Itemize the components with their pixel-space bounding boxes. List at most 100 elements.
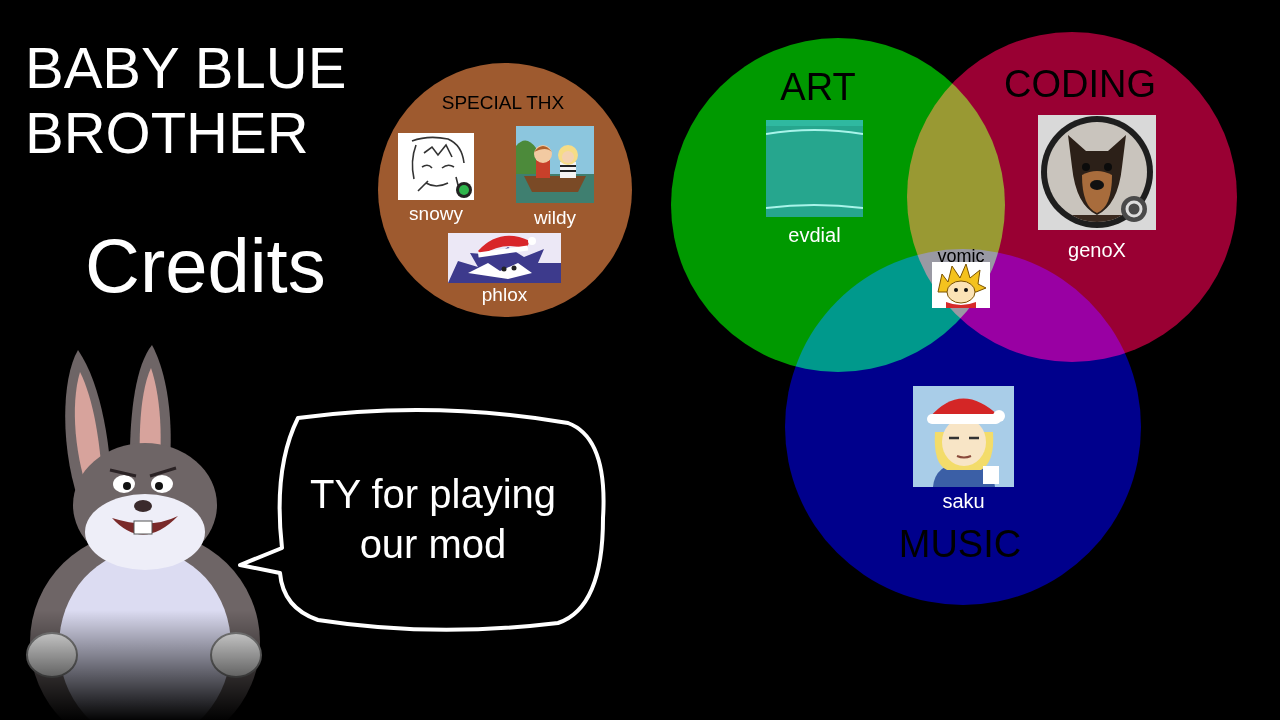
speech-text-holder: TY for playing our mod [292, 469, 574, 569]
avatar-picture [448, 233, 561, 283]
member-name-holder: wildy [534, 207, 576, 229]
speech-bubble: TY for playing our mod [258, 408, 608, 630]
avatar-picture-part [534, 145, 552, 163]
bunny-pupil [155, 482, 163, 490]
member-name: evdial [788, 224, 840, 247]
circle-heading: MUSIC [782, 523, 1138, 567]
speech-bubble-outline [258, 408, 608, 630]
avatar-picture [1038, 115, 1156, 230]
bunny-teeth [134, 521, 152, 534]
bunny-mouth [112, 516, 178, 535]
avatar-picture-part [516, 140, 536, 174]
member-name: genoX [1068, 239, 1126, 262]
avatar-picture-part [1121, 196, 1147, 222]
avatar-picture-part [528, 237, 536, 245]
avatar-picture-part [459, 185, 469, 195]
member-name-holder: saku [942, 490, 984, 513]
avatar-picture-part [558, 145, 578, 165]
member-name: saku [942, 490, 984, 513]
avatar-picture-part [983, 466, 999, 484]
member-name-holder: snowy [409, 203, 463, 225]
circle-heading: ART [651, 66, 985, 110]
avatar-picture-part [412, 137, 464, 193]
avatar-picture-part-part [1068, 135, 1126, 215]
circle-heading: SPECIAL THX [376, 92, 630, 114]
avatar-picture-part [913, 386, 1014, 487]
credit-avatar: phlox [448, 233, 561, 309]
avatar-picture-part [932, 262, 990, 308]
member-name: vomic [937, 246, 984, 267]
credit-avatar: saku [913, 386, 1014, 516]
bunny-nose [134, 500, 152, 512]
speech-bubble-line [240, 410, 604, 630]
credit-avatar: wildy [513, 126, 597, 232]
avatar-picture-part [512, 266, 517, 271]
member-name-holder: phlox [482, 284, 527, 306]
avatar-picture [913, 386, 1014, 487]
avatar-picture-part [766, 205, 863, 208]
member-name: wildy [534, 207, 576, 229]
member-name-holder: genoX [1068, 239, 1126, 262]
title-text: BABY BLUE BROTHER [25, 36, 375, 166]
avatar-picture-part [1038, 115, 1156, 230]
avatar-picture-part-part [1038, 115, 1156, 230]
circle-heading: CODING [915, 63, 1245, 107]
avatar-picture-part [1038, 115, 1156, 230]
avatar-picture-part [478, 246, 528, 258]
avatar-picture-part [766, 120, 863, 217]
subtitle-label-holder: Credits [85, 222, 326, 309]
avatar-picture-part [562, 151, 574, 163]
member-name: snowy [409, 203, 463, 225]
avatar-picture [932, 262, 990, 308]
avatar-picture-part [946, 302, 976, 308]
bunny-fade [20, 610, 280, 720]
speech-text: TY for playing our mod [292, 469, 574, 569]
circle-heading-holder: MUSIC [782, 523, 1138, 567]
avatar-picture-part-part [1090, 180, 1104, 190]
avatar-picture [398, 133, 474, 200]
avatar-picture [516, 126, 594, 203]
special-thanks-circle: SPECIAL THX snowy wildy phlox [378, 63, 632, 317]
avatar-picture-part-part [1082, 163, 1090, 171]
avatar-picture-part [516, 126, 594, 203]
circle-heading-holder: CODING [915, 63, 1245, 107]
avatar-picture-part [993, 410, 1005, 422]
subtitle-label: Credits [85, 222, 326, 309]
avatar-picture-part [524, 176, 586, 192]
avatar-picture-part-part [1082, 171, 1112, 213]
credit-avatar: evdial [766, 120, 863, 250]
avatar-picture-part [766, 120, 863, 126]
avatar-picture-part [947, 281, 975, 303]
member-name-holder: vomic [937, 246, 984, 267]
bunny-eye [151, 475, 173, 493]
avatar-picture-part [949, 437, 979, 440]
avatar-picture-part [1127, 202, 1141, 216]
avatar-picture-part [516, 174, 594, 203]
bunny-brow [110, 468, 176, 476]
avatar-picture-part [560, 166, 576, 171]
avatar-picture-part [954, 288, 958, 292]
circle-heading-holder: ART [651, 66, 985, 110]
member-name-holder: evdial [788, 224, 840, 247]
avatar-picture [766, 120, 863, 217]
avatar-picture-part [502, 267, 507, 272]
avatar-picture-part-part [1104, 163, 1112, 171]
avatar-picture-part [448, 233, 561, 283]
bunny-cheeks [85, 494, 205, 570]
avatar-picture-part [534, 146, 552, 152]
avatar-picture-part [957, 456, 971, 458]
avatar-picture-part [766, 130, 863, 134]
avatar-picture-part [927, 414, 1001, 424]
avatar-picture-part [964, 288, 968, 292]
member-name: phlox [482, 284, 527, 306]
credit-avatar: vomic [926, 246, 996, 308]
credit-avatar: snowy [396, 133, 476, 228]
circle-heading-holder: SPECIAL THX [376, 92, 630, 114]
avatar-picture-part [398, 133, 474, 200]
avatar-picture-part [468, 263, 532, 279]
bunny-pupil [123, 482, 131, 490]
title-text-holder: BABY BLUE BROTHER [25, 36, 375, 166]
bunny-eye [113, 475, 135, 493]
avatar-picture-part [942, 418, 986, 466]
